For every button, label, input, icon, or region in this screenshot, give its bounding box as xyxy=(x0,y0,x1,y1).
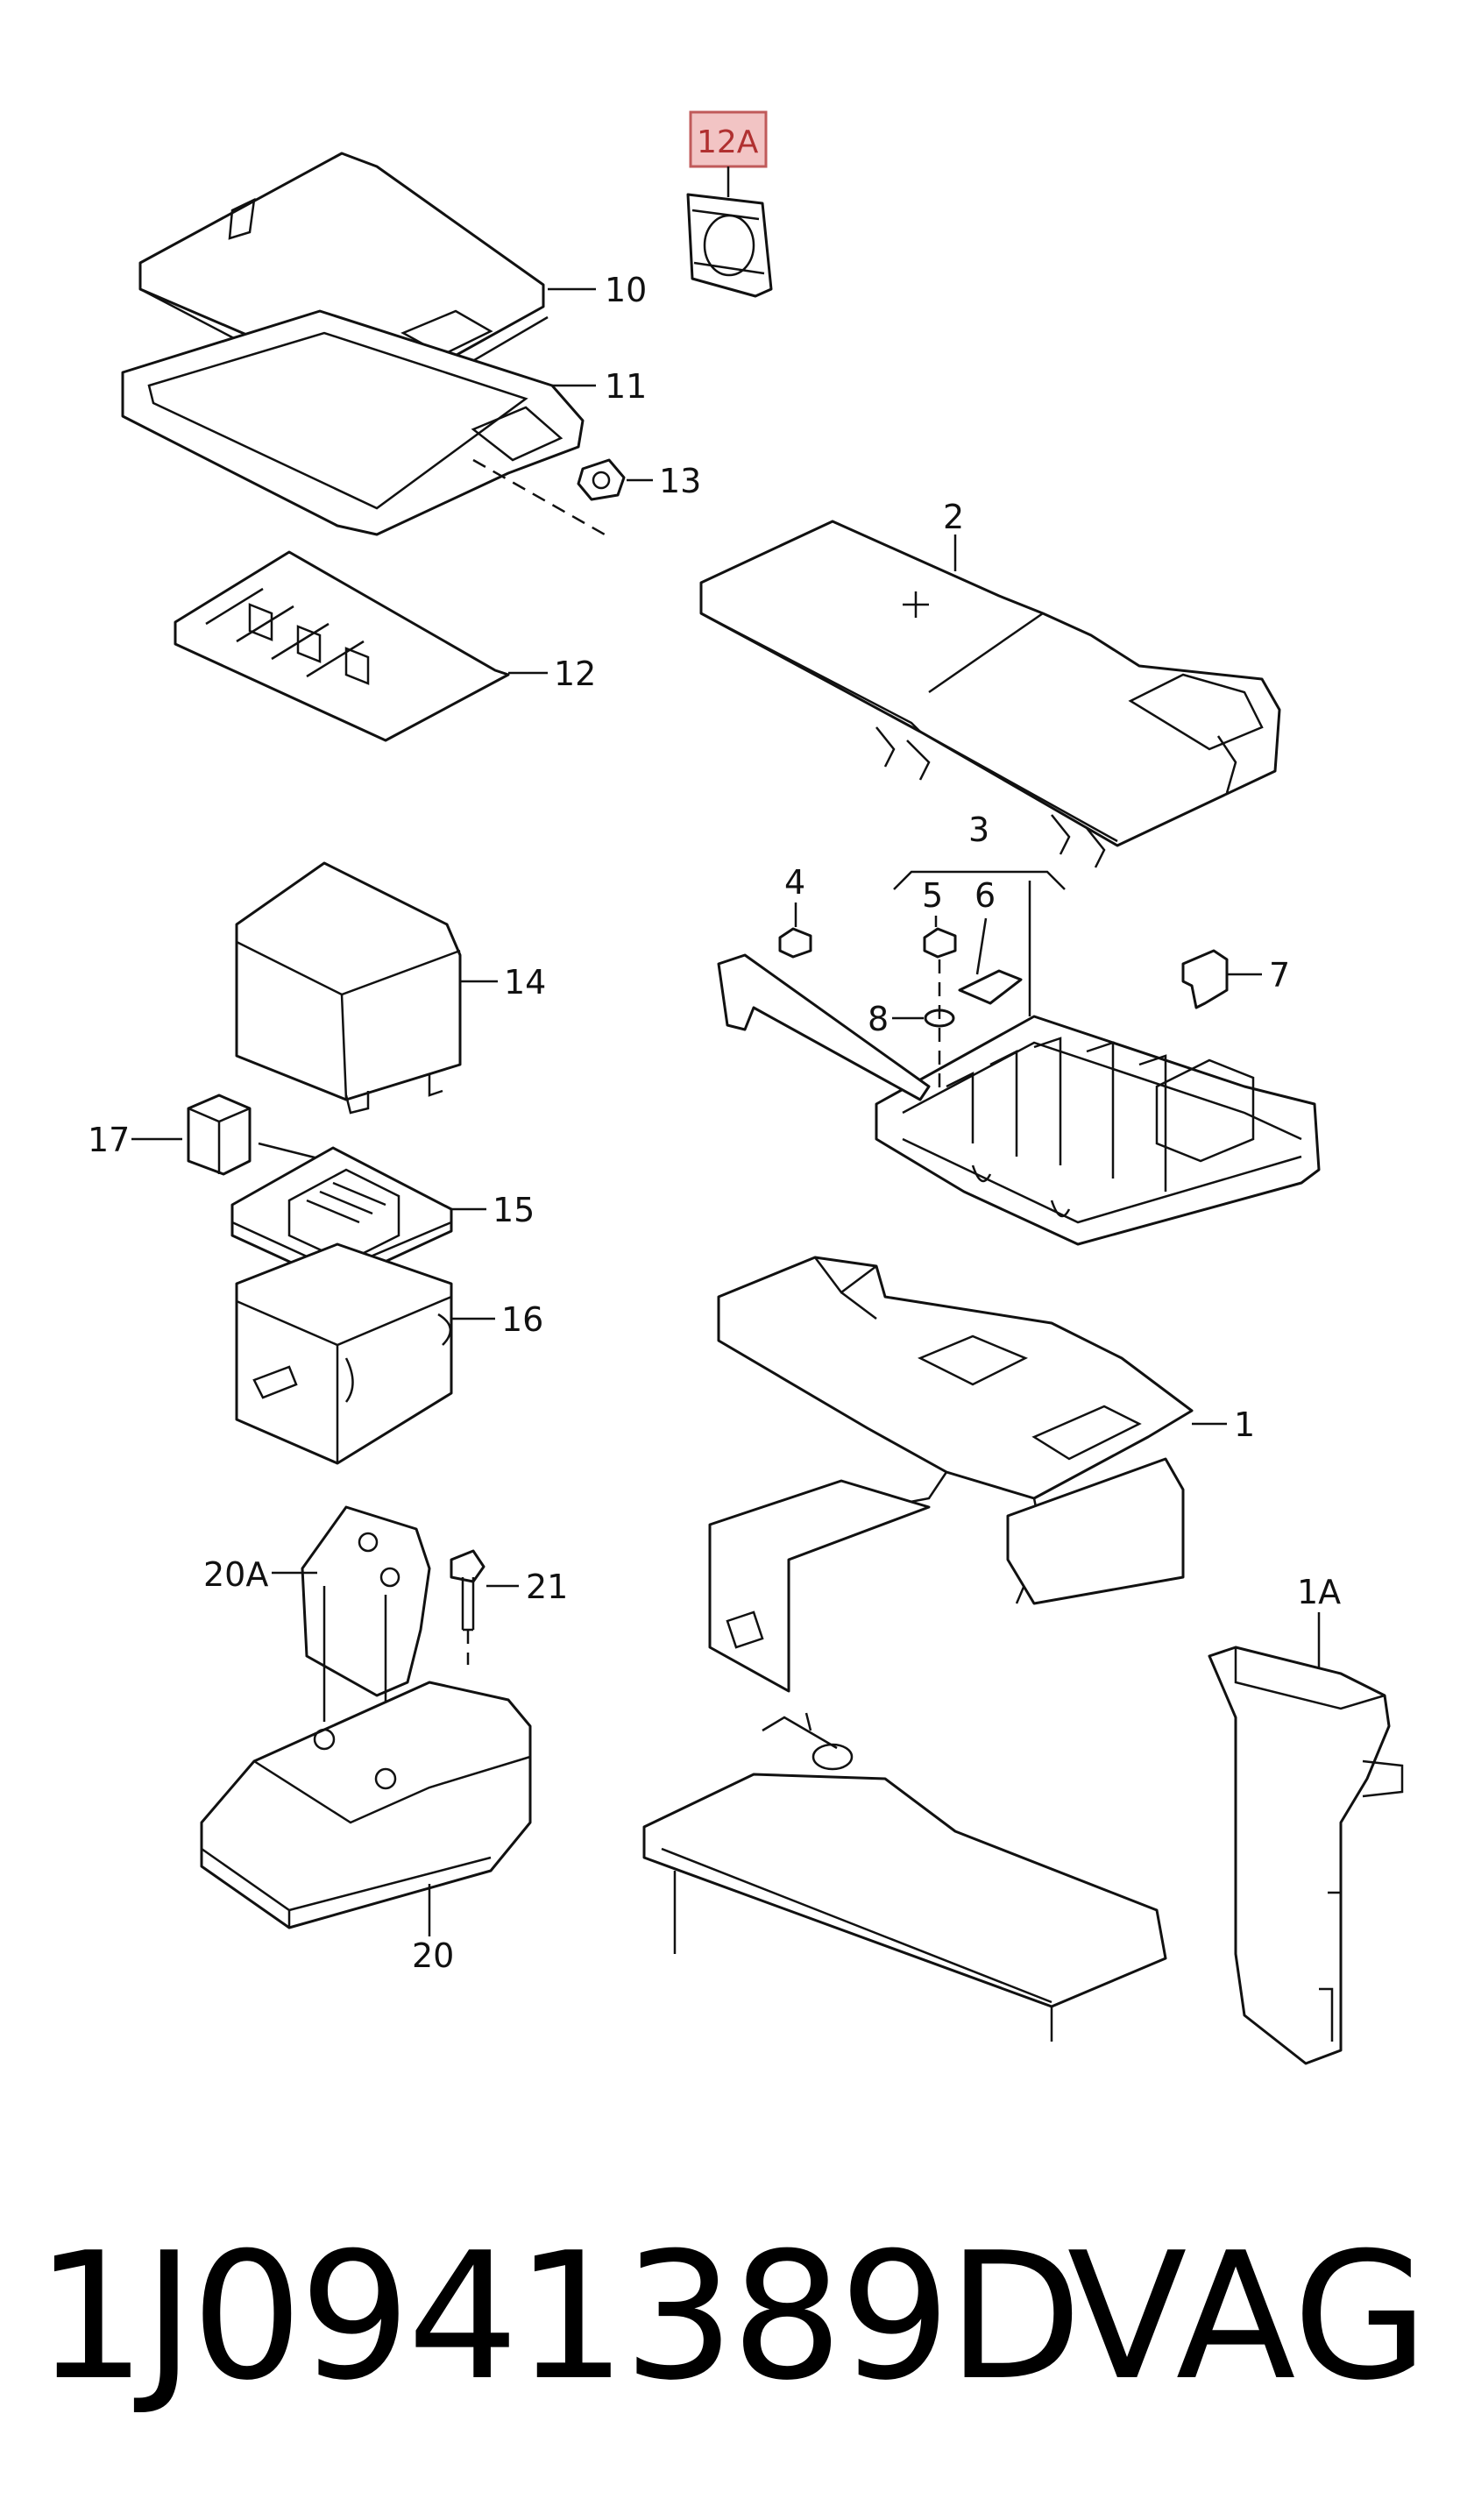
callout-4: 4 xyxy=(784,863,805,902)
part-16-holder: 16 xyxy=(235,1242,543,1465)
footer: 1J0941389D VAG xyxy=(35,2230,1428,2423)
part-17-relay: 17 xyxy=(88,1094,330,1176)
part-2-fusebox-cover: 2 xyxy=(699,498,1281,868)
callout-14: 14 xyxy=(504,963,546,1002)
battery-outline xyxy=(642,1712,1167,2042)
callout-21: 21 xyxy=(526,1568,568,1606)
callout-5: 5 xyxy=(922,876,943,915)
part-20-housing: 20 xyxy=(200,1681,532,1975)
part-21-screw: 21 xyxy=(450,1549,568,1665)
part-13-nut: 13 xyxy=(472,458,701,536)
part-1A-side-cover: 1A xyxy=(1208,1573,1404,2065)
callout-1A: 1A xyxy=(1297,1573,1341,1611)
callout-3: 3 xyxy=(968,811,989,849)
callout-12A-label: 12A xyxy=(697,124,759,160)
part-14-relay-cover: 14 xyxy=(235,861,546,1115)
callout-20: 20 xyxy=(412,1936,454,1975)
callout-1: 1 xyxy=(1234,1405,1255,1444)
callout-12: 12 xyxy=(554,655,596,693)
callout-10: 10 xyxy=(605,271,647,309)
callout-7: 7 xyxy=(1269,956,1290,995)
part-3-fusebox-base: 3 4 5 6 8 7 xyxy=(717,811,1321,1246)
callout-2: 2 xyxy=(943,498,964,536)
part-11-frame: 11 xyxy=(121,309,647,536)
part-10-cover: 10 xyxy=(138,152,647,414)
callout-15: 15 xyxy=(493,1191,535,1229)
callout-16: 16 xyxy=(501,1300,543,1339)
part-12-relay-carrier: 12 xyxy=(174,550,596,742)
part-12A: 12A xyxy=(686,110,773,298)
brand-name: VAG xyxy=(1067,2215,1428,2419)
part-1-bracket: 1 xyxy=(708,1256,1255,1693)
part-20A-plate: 20A xyxy=(203,1505,431,1770)
callout-13: 13 xyxy=(659,462,701,500)
callout-8: 8 xyxy=(868,1000,889,1038)
part-15-relay-socket: 15 xyxy=(230,1146,535,1285)
callout-11: 11 xyxy=(605,367,647,406)
callout-17: 17 xyxy=(88,1121,130,1159)
callout-20A: 20A xyxy=(203,1555,268,1594)
callout-6: 6 xyxy=(975,876,996,915)
part-number: 1J0941389D xyxy=(35,2215,1082,2419)
